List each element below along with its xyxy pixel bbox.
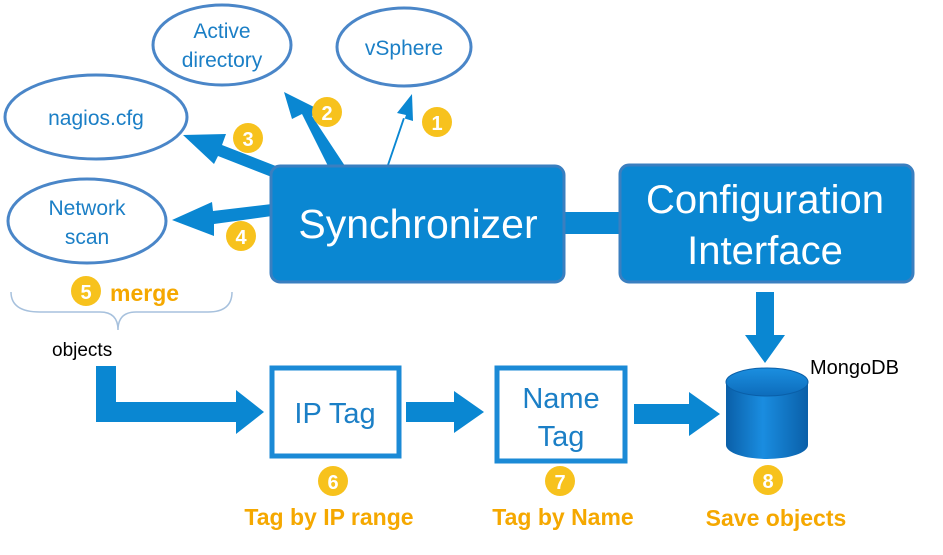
- mongodb-cylinder-icon: [725, 367, 809, 459]
- svg-text:4: 4: [235, 227, 247, 249]
- vsphere-ellipse: [335, 6, 473, 88]
- step-badge-3: 3: [233, 123, 263, 153]
- step-badge-4: 4: [226, 221, 256, 251]
- nagios-label: nagios.cfg: [48, 107, 144, 130]
- svg-text:1: 1: [431, 113, 442, 135]
- active-directory-ellipse: [151, 3, 293, 87]
- name-tag-label-1: Name: [522, 383, 599, 415]
- configuration-interface-box: [618, 163, 915, 284]
- merge-brace: [10, 291, 233, 331]
- tag-by-ip-range-label: Tag by IP range: [244, 504, 413, 530]
- step-badge-7: 7: [545, 466, 575, 496]
- arrow-to-vsphere: [374, 94, 413, 168]
- step-badge-2: 2: [312, 97, 342, 127]
- arrow-objects-to-ip-tag: [96, 366, 264, 434]
- save-objects-label: Save objects: [706, 505, 847, 531]
- active-directory-label-2: directory: [182, 49, 263, 72]
- name-tag-box: [494, 365, 628, 464]
- merge-label: merge: [110, 280, 179, 306]
- network-scan-label-1: Network: [48, 197, 126, 220]
- arrow-ip-tag-to-name-tag: [406, 391, 484, 433]
- arrow-to-nagios: [183, 134, 286, 181]
- synchronizer-box: [269, 164, 566, 284]
- ip-tag-label: IP Tag: [294, 398, 375, 430]
- arrow-to-network-scan: [172, 202, 272, 236]
- ip-tag-box: [269, 365, 402, 459]
- active-directory-label-1: Active: [193, 20, 250, 43]
- step-badge-8: 8: [753, 465, 783, 495]
- sync-to-config-connector: [560, 212, 622, 234]
- tag-by-name-label: Tag by Name: [492, 504, 633, 530]
- configuration-interface-label-1: Configuration: [646, 178, 884, 222]
- svg-text:2: 2: [321, 103, 332, 125]
- name-tag-label-2: Tag: [538, 421, 585, 453]
- arrow-config-to-mongodb: [745, 292, 785, 363]
- step-badge-1: 1: [422, 107, 452, 137]
- svg-text:5: 5: [80, 282, 91, 304]
- svg-text:7: 7: [554, 472, 565, 494]
- objects-label: objects: [52, 340, 112, 361]
- svg-text:8: 8: [762, 471, 773, 493]
- svg-text:6: 6: [327, 472, 338, 494]
- mongodb-label: MongoDB: [810, 357, 899, 379]
- arrow-name-tag-to-mongodb: [634, 392, 720, 436]
- step-badge-6: 6: [318, 466, 348, 496]
- nagios-ellipse: [3, 73, 189, 161]
- svg-text:3: 3: [242, 129, 253, 151]
- synchronizer-label: Synchronizer: [298, 201, 537, 247]
- arrow-to-active-directory: [284, 92, 345, 170]
- network-scan-label-2: scan: [65, 226, 109, 249]
- network-scan-ellipse: [6, 177, 168, 265]
- vsphere-label: vSphere: [365, 37, 443, 60]
- configuration-interface-label-2: Interface: [687, 229, 843, 273]
- step-badge-5: 5: [71, 276, 101, 306]
